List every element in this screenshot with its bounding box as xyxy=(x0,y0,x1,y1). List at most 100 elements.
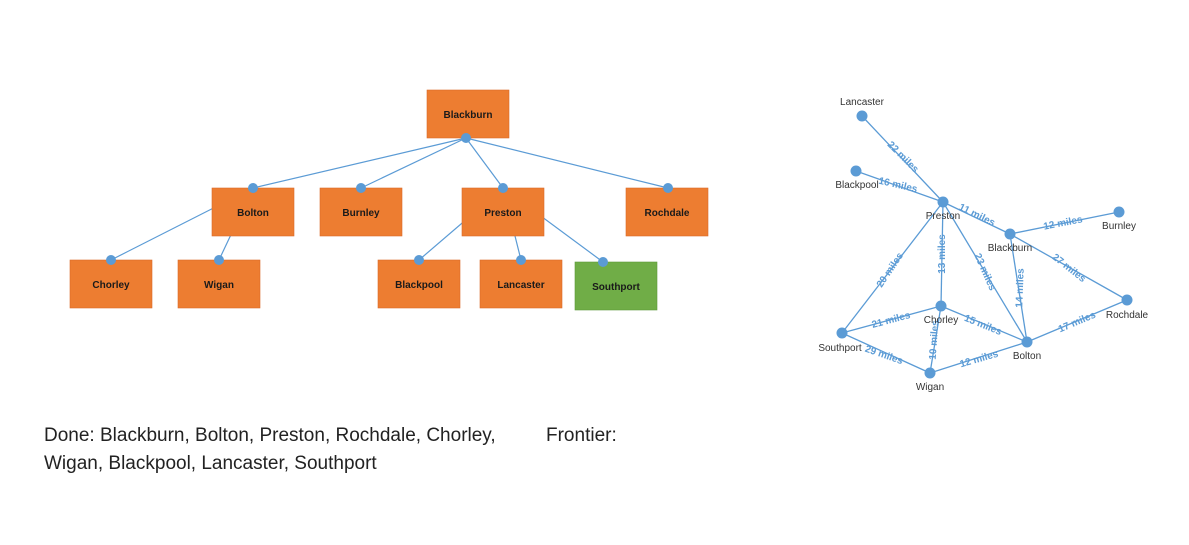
road-distance-label: 23 miles xyxy=(971,252,997,293)
road-bolton-rochdale xyxy=(1026,299,1128,343)
city-dot xyxy=(1004,228,1016,240)
road-distance-label: 12 miles xyxy=(959,349,1000,371)
city-label: Burnley xyxy=(1102,221,1136,232)
tree-node-box xyxy=(177,259,261,309)
road-preston-chorley xyxy=(940,201,944,307)
city-chorley: Chorley xyxy=(924,300,958,326)
road-distance-label: 16 miles xyxy=(877,176,918,196)
city-dot xyxy=(856,110,868,122)
road-chorley-bolton xyxy=(940,305,1028,343)
tree-node-blackpool: Blackpool xyxy=(377,259,461,309)
tree-connector-dot xyxy=(248,183,258,193)
city-label: Southport xyxy=(818,343,862,354)
tree-connector-dot xyxy=(663,183,673,193)
road-wigan-bolton xyxy=(929,341,1028,374)
city-label: Blackburn xyxy=(988,243,1032,254)
city-dot xyxy=(924,367,936,379)
city-label: Preston xyxy=(926,211,960,222)
city-burnley: Burnley xyxy=(1102,206,1136,232)
tree-node-label: Southport xyxy=(592,282,640,293)
frontier-list: Frontier: xyxy=(546,422,746,450)
road-lancaster-preston xyxy=(861,115,944,203)
tree-node-box xyxy=(574,261,658,311)
road-preston-bolton xyxy=(942,201,1028,343)
road-distance-label: 10 miles xyxy=(928,320,942,361)
tree-edge-blackburn-rochdale xyxy=(465,137,669,189)
frontier-label: Frontier: xyxy=(546,425,617,446)
tree-connector-dot xyxy=(498,183,508,193)
city-wigan: Wigan xyxy=(916,367,944,393)
tree-node-box xyxy=(69,259,153,309)
city-dot xyxy=(1121,294,1133,306)
tree-node-box xyxy=(426,89,510,139)
road-distance-label: 15 miles xyxy=(962,313,1003,338)
tree-node-box xyxy=(479,259,563,309)
city-label: Lancaster xyxy=(840,97,885,108)
tree-node-southport: Southport xyxy=(574,261,658,311)
tree-node-bolton: Bolton xyxy=(211,187,295,237)
road-distance-label: 27 miles xyxy=(1050,252,1088,285)
done-label: Done: xyxy=(44,425,95,446)
tree-node-label: Wigan xyxy=(204,280,234,291)
city-rochdale: Rochdale xyxy=(1106,294,1149,321)
road-blackburn-burnley xyxy=(1009,211,1120,235)
tree-connector-dot xyxy=(214,255,224,265)
tree-node-box xyxy=(461,187,545,237)
tree-connector-dot xyxy=(461,133,471,143)
tree-node-label: Chorley xyxy=(92,280,130,291)
tree-connector-dot xyxy=(356,183,366,193)
city-label: Bolton xyxy=(1013,351,1041,362)
tree-connector-dot xyxy=(598,257,608,267)
tree-connector-dot xyxy=(516,255,526,265)
city-label: Wigan xyxy=(916,382,944,393)
road-blackpool-preston xyxy=(855,170,944,203)
road-blackburn-rochdale xyxy=(1009,233,1128,301)
done-items: Blackburn, Bolton, Preston, Rochdale, Ch… xyxy=(44,425,496,474)
tree-node-label: Blackburn xyxy=(444,110,493,121)
tree-node-label: Burnley xyxy=(342,208,380,219)
city-dot xyxy=(937,196,949,208)
city-lancaster: Lancaster xyxy=(840,97,885,122)
tree-node-box xyxy=(377,259,461,309)
road-distance-label: 29 miles xyxy=(863,344,904,367)
tree-connector-dot xyxy=(106,255,116,265)
road-blackburn-bolton xyxy=(1009,233,1028,343)
tree-node-label: Preston xyxy=(484,208,521,219)
road-distance-label: 14 miles xyxy=(1014,268,1026,308)
tree-node-label: Blackpool xyxy=(395,280,443,291)
city-preston: Preston xyxy=(926,196,960,222)
tree-node-label: Lancaster xyxy=(497,280,544,291)
road-southport-wigan xyxy=(841,332,931,374)
tree-node-blackburn: Blackburn xyxy=(426,89,510,139)
tree-edge-blackburn-burnley xyxy=(360,137,467,189)
road-preston-southport xyxy=(841,201,944,334)
tree-node-rochdale: Rochdale xyxy=(625,187,709,237)
city-dot xyxy=(850,165,862,177)
road-distance-label: 12 miles xyxy=(1043,214,1084,232)
road-distance-label: 11 miles xyxy=(957,202,997,229)
city-label: Rochdale xyxy=(1106,310,1149,321)
city-label: Chorley xyxy=(924,315,958,326)
map-roads xyxy=(841,115,1128,374)
city-label: Blackpool xyxy=(835,180,878,191)
city-dot xyxy=(935,300,947,312)
tree-node-label: Bolton xyxy=(237,208,269,219)
city-dot xyxy=(1021,336,1033,348)
tree-node-burnley: Burnley xyxy=(319,187,403,237)
tree-node-label: Rochdale xyxy=(644,208,689,219)
road-southport-chorley xyxy=(841,305,942,334)
road-preston-blackburn xyxy=(942,201,1011,235)
tree-edge-blackburn-bolton xyxy=(252,137,467,189)
city-dot xyxy=(836,327,848,339)
road-distance-label: 17 miles xyxy=(1057,310,1098,336)
city-blackpool: Blackpool xyxy=(835,165,879,191)
done-list: Done: Blackburn, Bolton, Preston, Rochda… xyxy=(44,422,504,478)
road-chorley-wigan xyxy=(929,305,942,374)
city-bolton: Bolton xyxy=(1013,336,1041,362)
tree-node-box xyxy=(625,187,709,237)
road-distance-label: 20 miles xyxy=(875,250,906,289)
tree-node-box xyxy=(319,187,403,237)
